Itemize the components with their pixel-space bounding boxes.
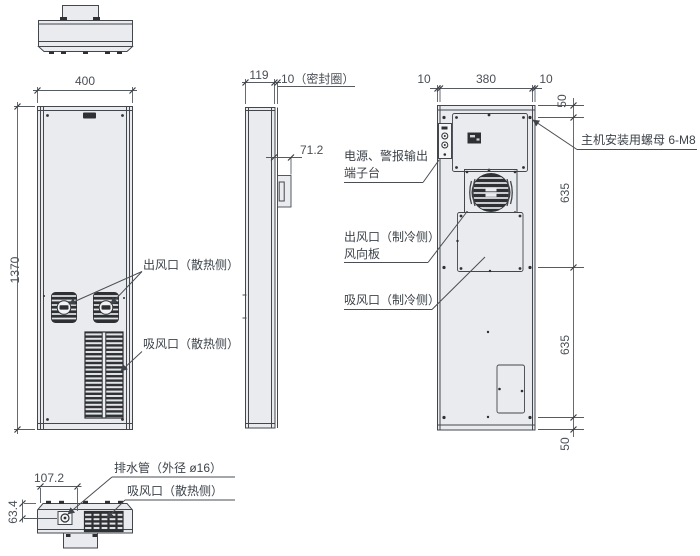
dim-drain-height: 63.4: [6, 500, 20, 524]
mounting-nut: [528, 415, 532, 420]
bottom-inlet-grille: [83, 510, 124, 533]
terminal-block: [438, 123, 452, 159]
rear-height-dimension-chain: [538, 98, 584, 437]
drain-height-dimension: [19, 499, 57, 523]
label-heat-outlet: 出风口（散热侧）: [143, 258, 240, 272]
front-view: [37, 106, 133, 430]
label-mounting-nut: 主机安装用螺母 6-M8: [581, 133, 696, 147]
dim-rear-upper: 635: [558, 182, 572, 204]
dim-rear-lower: 635: [558, 334, 572, 356]
junction-panel: [496, 364, 525, 414]
dim-side-depth: 119: [249, 68, 269, 82]
drain-offset-dimension: [36, 483, 82, 511]
terminal-depth-dimension: [266, 154, 302, 175]
label-heat-inlet: 吸风口（散热侧）: [143, 337, 240, 351]
cool-side-inlet-panel: [456, 212, 524, 273]
dim-drain-offset: 107.2: [33, 471, 65, 485]
upper-access-panel: [452, 113, 528, 172]
side-view: [242, 107, 292, 429]
heat-outlet-label-leader: [68, 271, 143, 305]
mounting-nut: [442, 265, 446, 270]
heat-side-fan-right: [93, 292, 119, 323]
dim-rear-flange-right: 10: [539, 72, 553, 86]
dim-rear-flange-left: 10: [417, 72, 431, 86]
bottom-view: [37, 500, 133, 549]
bottom-inlet-label-leader: [106, 499, 235, 519]
mounting-nut: [442, 415, 446, 420]
dim-rear-width: 380: [475, 72, 497, 86]
dim-terminal-depth: 71.2: [300, 143, 324, 157]
label-bottom-inlet: 吸风口（散热侧）: [127, 484, 224, 498]
mounting-nut-leader: [532, 119, 697, 150]
label-cool-outlet-line2: 风向板: [344, 247, 381, 261]
mounting-nut: [528, 265, 532, 270]
label-drain-pipe: 排水管（外径 ø16）: [114, 461, 223, 475]
label-terminal-line1: 电源、警报输出: [344, 149, 429, 163]
brand-logo: [83, 112, 96, 119]
heat-side-fan-left: [51, 292, 77, 323]
dim-rear-top: 50: [555, 94, 569, 108]
drain-pipe: [57, 511, 73, 525]
terminal-label-leader: [344, 159, 440, 183]
dim-seal-ring: 10（密封圈）: [281, 72, 355, 86]
heat-inlet-label-leader: [120, 351, 143, 372]
nameplate: [467, 132, 481, 144]
mounting-nut: [528, 115, 532, 120]
label-cool-outlet-line1: 出风口（制冷侧）: [344, 230, 441, 244]
drain-label-leader: [67, 476, 235, 515]
mounting-nut: [442, 115, 446, 120]
label-terminal-line2: 端子台: [344, 166, 381, 180]
terminal-box-side: [277, 175, 292, 208]
dim-front-height: 1370: [8, 256, 22, 284]
dim-front-width: 400: [74, 74, 96, 88]
dim-rear-bottom: 50: [558, 437, 572, 451]
cool-outlet-label-leader: [344, 212, 467, 263]
side-view-body: [245, 107, 276, 429]
front-width-dimension: [33, 87, 137, 103]
heat-side-inlet-grille: [84, 331, 124, 419]
front-height-dimension: [14, 102, 35, 434]
rear-width-dimension: [430, 85, 542, 102]
top-view: [37, 5, 134, 54]
mounting-nuts: [442, 115, 532, 420]
bottom-view-duct: [63, 532, 98, 549]
cool-inlet-label-leader: [344, 256, 486, 310]
rear-view: [437, 105, 536, 431]
side-depth-dimension: [242, 79, 355, 104]
label-cool-inlet: 吸风口（制冷侧）: [344, 293, 441, 307]
